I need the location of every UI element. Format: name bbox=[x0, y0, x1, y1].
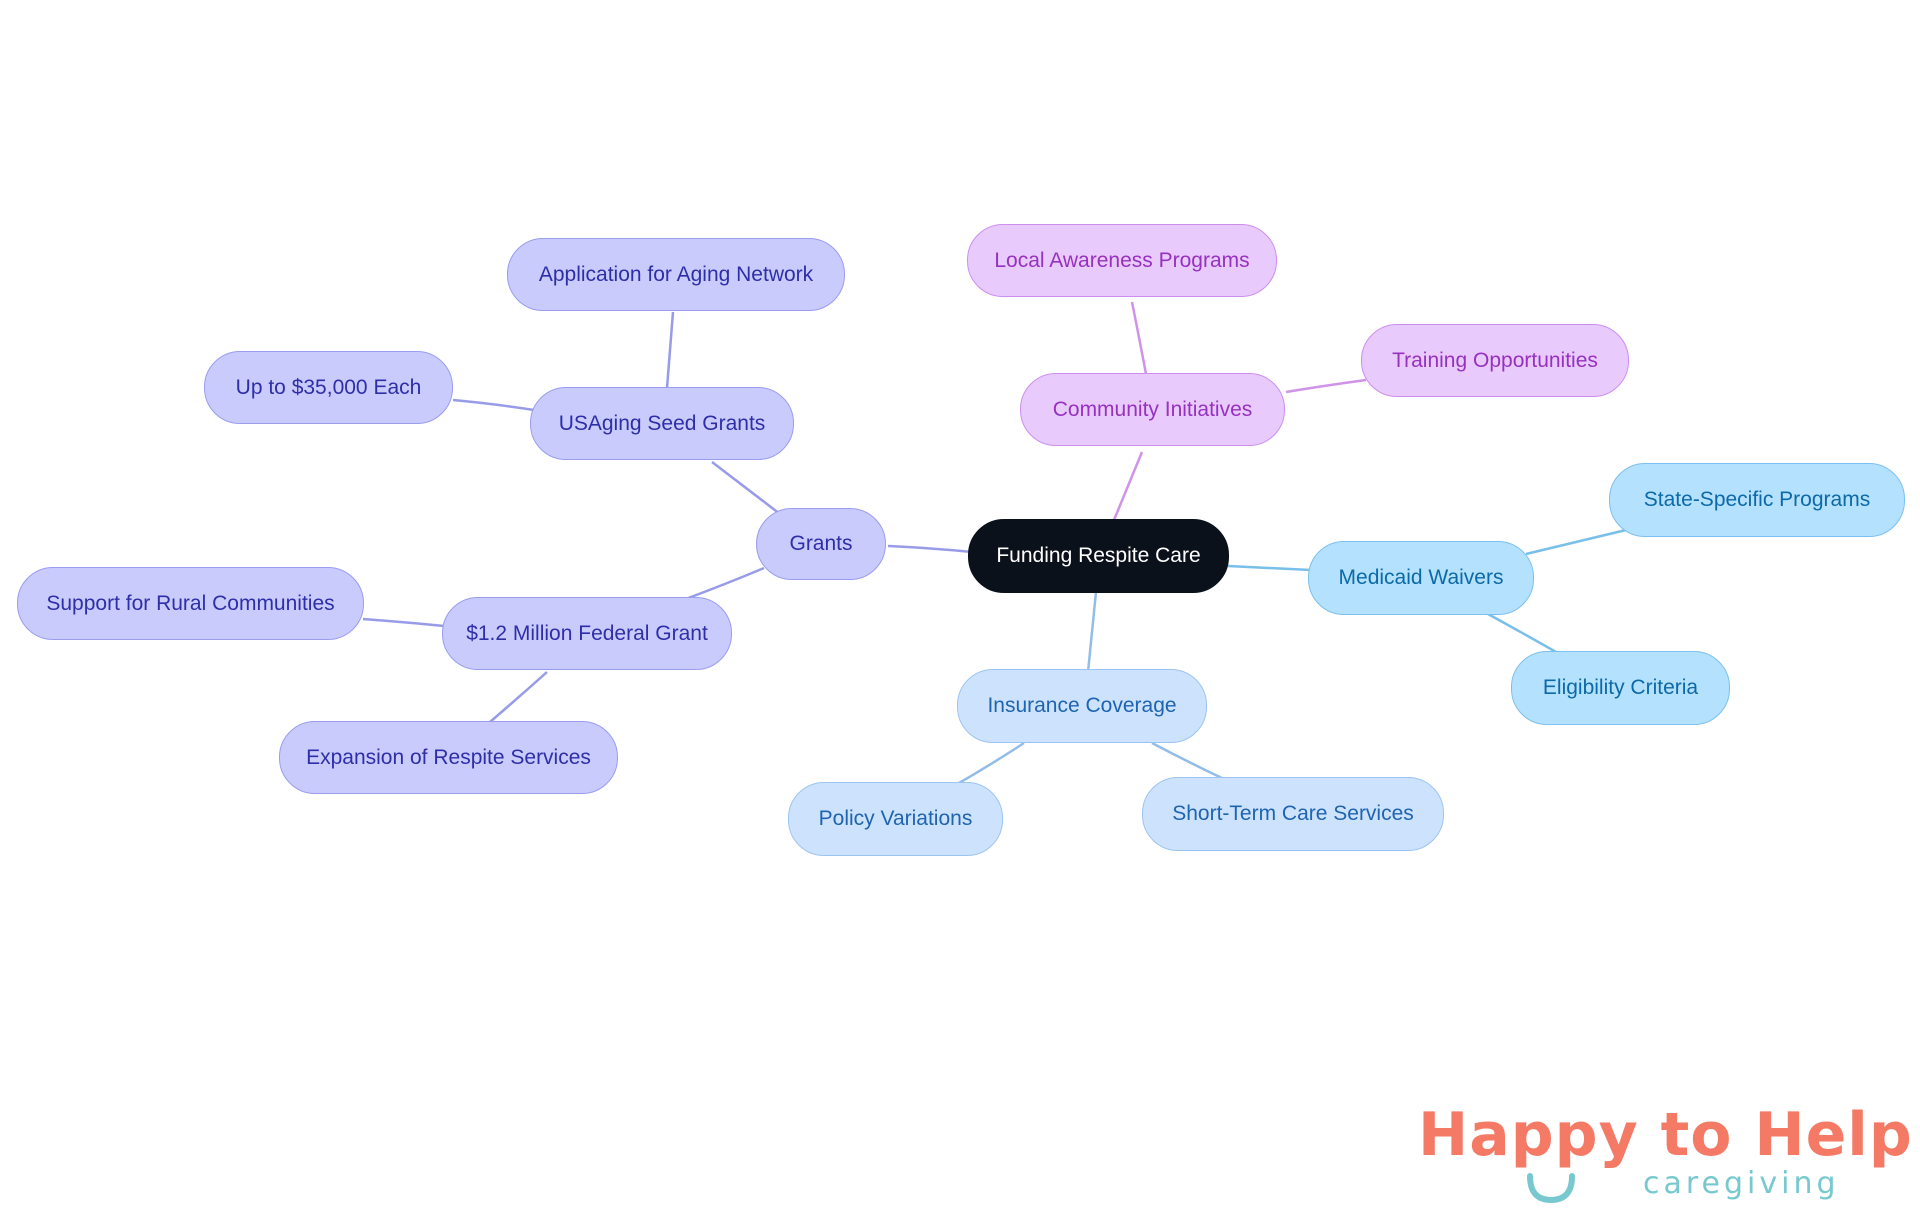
node-medicaid-waivers: Medicaid Waivers bbox=[1308, 541, 1534, 615]
logo-title: Happy to Help bbox=[1418, 1100, 1913, 1170]
node-eligibility-criteria: Eligibility Criteria bbox=[1511, 651, 1730, 725]
node-up-to-35000-label: Up to $35,000 Each bbox=[235, 375, 422, 399]
node-community-initiatives-label: Community Initiatives bbox=[1052, 397, 1253, 421]
node-medicaid-waivers-label: Medicaid Waivers bbox=[1338, 566, 1504, 589]
node-application-aging-network-label: Application for Aging Network bbox=[538, 262, 814, 286]
edge-grants-seed-grants bbox=[711, 461, 781, 515]
node-local-awareness: Local Awareness Programs bbox=[967, 224, 1277, 297]
node-state-specific-label: State-Specific Programs bbox=[1643, 488, 1871, 511]
smile-icon bbox=[1527, 1173, 1575, 1204]
edge-root-grants bbox=[887, 544, 973, 554]
node-policy-variations: Policy Variations bbox=[788, 782, 1003, 856]
node-federal-grant-label: $1.2 Million Federal Grant bbox=[466, 621, 708, 645]
edge-community-local bbox=[1130, 301, 1148, 375]
node-policy-variations-label: Policy Variations bbox=[818, 807, 973, 830]
edge-grants-federal bbox=[682, 566, 765, 602]
node-short-term-care: Short-Term Care Services bbox=[1142, 777, 1444, 851]
node-training-opportunities-label: Training Opportunities bbox=[1392, 348, 1598, 372]
node-expansion-respite: Expansion of Respite Services bbox=[279, 721, 618, 794]
root-node: Funding Respite Care bbox=[968, 519, 1229, 593]
node-community-initiatives: Community Initiatives bbox=[1020, 373, 1285, 446]
edge-federal-expansion bbox=[489, 671, 548, 723]
edge-medicaid-state bbox=[1525, 528, 1627, 556]
node-up-to-35000: Up to $35,000 Each bbox=[204, 351, 453, 424]
node-application-aging-network: Application for Aging Network bbox=[507, 238, 845, 311]
edge-root-community bbox=[1112, 451, 1144, 521]
node-usaging-seed-grants-label: USAging Seed Grants bbox=[558, 411, 766, 435]
root-node-label: Funding Respite Care bbox=[996, 544, 1201, 567]
edge-federal-rural bbox=[362, 617, 445, 628]
node-insurance-coverage-label: Insurance Coverage bbox=[987, 694, 1177, 717]
node-state-specific: State-Specific Programs bbox=[1609, 463, 1905, 537]
edge-seed-35000 bbox=[452, 398, 535, 412]
edge-community-training bbox=[1285, 378, 1367, 394]
edge-insurance-shortterm bbox=[1151, 741, 1227, 782]
happy-to-help-logo: Happy to Help caregiving bbox=[1418, 1100, 1912, 1210]
node-rural-communities: Support for Rural Communities bbox=[17, 567, 364, 640]
logo-subtitle: caregiving bbox=[1643, 1166, 1840, 1201]
edge-root-medicaid bbox=[1227, 564, 1312, 572]
node-grants-label: Grants bbox=[789, 532, 853, 555]
node-insurance-coverage: Insurance Coverage bbox=[957, 669, 1207, 743]
node-local-awareness-label: Local Awareness Programs bbox=[994, 248, 1250, 272]
node-eligibility-criteria-label: Eligibility Criteria bbox=[1542, 676, 1699, 699]
edge-medicaid-eligibility bbox=[1487, 612, 1557, 654]
node-federal-grant: $1.2 Million Federal Grant bbox=[442, 597, 732, 670]
node-training-opportunities: Training Opportunities bbox=[1361, 324, 1629, 397]
node-rural-communities-label: Support for Rural Communities bbox=[46, 591, 335, 615]
node-usaging-seed-grants: USAging Seed Grants bbox=[530, 387, 794, 460]
node-grants: Grants bbox=[756, 508, 886, 580]
node-short-term-care-label: Short-Term Care Services bbox=[1172, 802, 1414, 825]
edge-root-insurance bbox=[1086, 591, 1098, 673]
edge-insurance-policy bbox=[953, 741, 1025, 788]
node-expansion-respite-label: Expansion of Respite Services bbox=[306, 745, 591, 769]
edge-seed-aging-network bbox=[665, 311, 675, 389]
